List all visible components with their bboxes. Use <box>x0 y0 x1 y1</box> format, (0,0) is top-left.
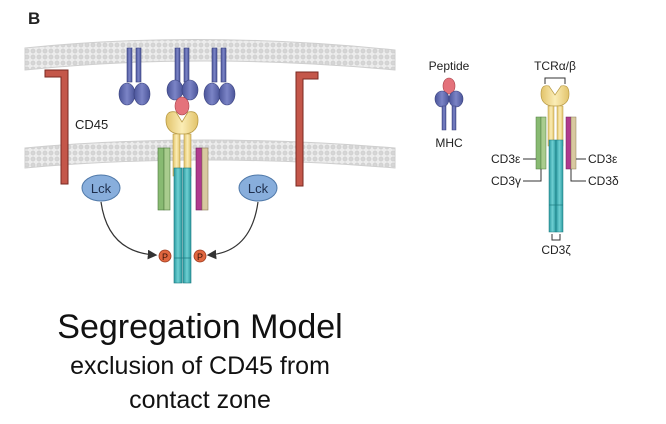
cd45-left <box>44 69 69 185</box>
legend-tcr-bracket <box>544 77 566 84</box>
lck-label-right: Lck <box>248 181 269 196</box>
leader-gamma <box>523 169 542 182</box>
upper-membrane <box>24 38 396 71</box>
legend-cd3-epsilon-right: CD3ε <box>588 152 618 166</box>
phosphate-right: P <box>193 249 207 263</box>
arrow-lck-left <box>100 201 158 260</box>
arrow-lck-right <box>206 201 259 260</box>
caption-line-1: exclusion of CD45 from <box>70 352 330 380</box>
mhc-molecule-3 <box>203 47 236 106</box>
legend-cd3-gamma: CD3γ <box>491 174 521 188</box>
phosphate-right-label: P <box>197 252 203 262</box>
caption-title: Segregation Model <box>57 308 343 346</box>
phosphate-left: P <box>158 249 172 263</box>
legend-peptide-label: Peptide <box>429 59 470 73</box>
lower-membrane <box>24 139 396 169</box>
legend-cd3-zeta: CD3ζ <box>541 243 571 257</box>
legend-cd3-delta: CD3δ <box>588 174 619 188</box>
legend-mhc-label: MHC <box>435 136 463 150</box>
lck-label-left: Lck <box>91 181 112 196</box>
caption-line-2: contact zone <box>129 386 271 414</box>
panel-letter: B <box>28 9 40 28</box>
legend-mhc-icon <box>434 77 464 131</box>
tcr-cd3-complex <box>157 111 209 284</box>
mhc-molecule-1 <box>118 47 151 106</box>
leader-delta <box>570 169 586 182</box>
legend-cd3-epsilon-left: CD3ε <box>491 152 521 166</box>
phosphate-left-label: P <box>162 252 168 262</box>
legend-tcr-label: TCRα/β <box>534 59 576 73</box>
cd45-label: CD45 <box>75 117 108 132</box>
cd45-right <box>295 71 319 187</box>
legend-tcr-cd3-icon <box>535 85 577 233</box>
lck-left: Lck <box>81 174 121 202</box>
lck-right: Lck <box>238 174 278 202</box>
leader-zeta <box>551 234 561 241</box>
mhc-peptide-complex-center <box>166 47 199 116</box>
